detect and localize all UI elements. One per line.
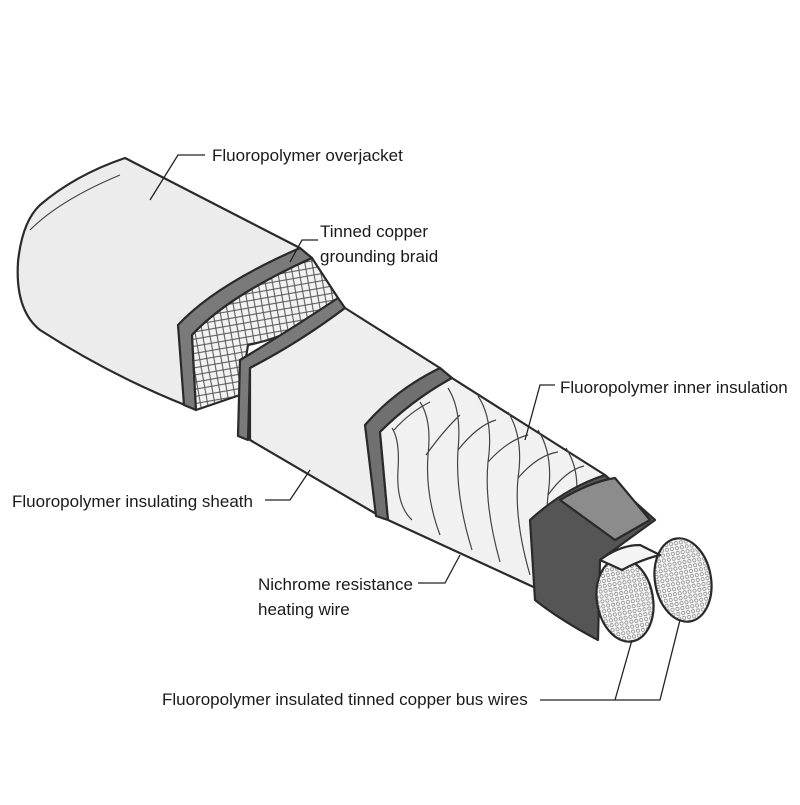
label-inner-insulation: Fluoropolymer inner insulation xyxy=(560,378,788,397)
bus-wire-core xyxy=(528,473,713,643)
label-braid-line1: Tinned copper xyxy=(320,222,428,241)
heating-wire-coil xyxy=(391,387,585,586)
label-heating-line2: heating wire xyxy=(258,600,350,619)
label-braid-line2: grounding braid xyxy=(320,247,438,266)
bus-wire-end-right xyxy=(653,537,713,623)
label-leaders xyxy=(149,154,681,701)
label-overjacket: Fluoropolymer overjacket xyxy=(212,146,403,165)
label-sheath: Fluoropolymer insulating sheath xyxy=(12,492,253,511)
overjacket-layer xyxy=(16,156,302,407)
label-bus-wires: Fluoropolymer insulated tinned copper bu… xyxy=(162,690,528,709)
label-heating-line1: Nichrome resistance xyxy=(258,575,413,594)
labels: Fluoropolymer overjacket Tinned copper g… xyxy=(12,146,788,709)
